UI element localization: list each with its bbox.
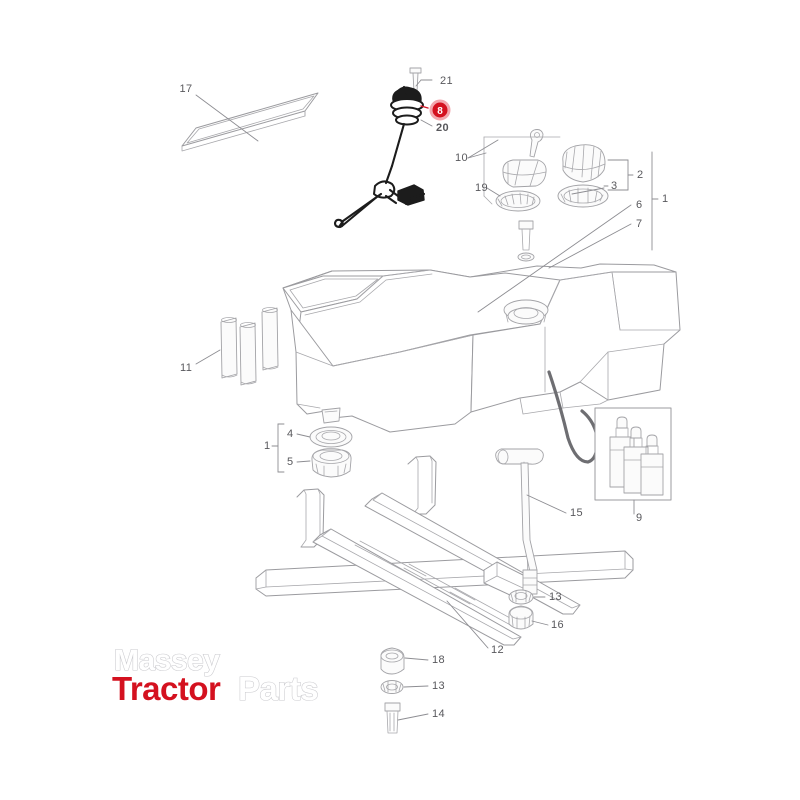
callout-2: 2 xyxy=(637,169,644,181)
part-drain-washer xyxy=(309,426,353,448)
brand-logo-tractor: Tractor xyxy=(112,670,221,707)
part-mounting-bolt xyxy=(384,702,401,734)
part-lock-nut xyxy=(508,605,534,630)
part-t-handle-rod xyxy=(495,448,544,595)
leader-lines xyxy=(195,79,659,721)
highlighted-callout-8: 8 xyxy=(429,99,451,121)
part-washer-upper xyxy=(508,589,534,605)
callout-12: 12 xyxy=(491,644,504,656)
part-fuel-cap xyxy=(557,144,609,208)
callout-7: 7 xyxy=(636,218,643,230)
callout-17: 17 xyxy=(179,83,192,95)
callout-9: 9 xyxy=(636,512,643,524)
callout-21: 21 xyxy=(440,75,453,87)
callout-numbers: 17 21 20 10 19 3 2 6 7 1 11 1 4 5 9 15 1… xyxy=(179,75,668,720)
callout-16: 16 xyxy=(551,619,564,631)
callout-6: 6 xyxy=(636,199,643,211)
callout-1-left: 1 xyxy=(264,440,271,452)
part-fuel-sender-unit xyxy=(333,67,426,229)
brand-logo-parts: Parts xyxy=(238,670,318,707)
callout-15: 15 xyxy=(570,507,583,519)
part-fuel-treatment-bottles xyxy=(594,407,672,501)
callout-20: 20 xyxy=(436,122,449,134)
part-fuel-tank xyxy=(282,263,681,464)
part-rubber-pads xyxy=(220,307,279,386)
part-drain-plug xyxy=(311,448,352,478)
part-bushing xyxy=(380,647,405,675)
callout-5: 5 xyxy=(287,456,294,468)
part-tank-neck-bolt xyxy=(517,220,535,262)
callout-1-right: 1 xyxy=(662,193,669,205)
part-locking-fuel-cap xyxy=(483,129,561,212)
brand-logo-massey: Massey xyxy=(114,644,220,677)
callout-13-upper: 13 xyxy=(549,591,562,603)
brand-logo: Massey Tractor Parts xyxy=(112,643,319,707)
part-tank-strip xyxy=(181,92,319,152)
callout-13-lower: 13 xyxy=(432,680,445,692)
callout-11: 11 xyxy=(180,362,192,374)
part-washer-lower xyxy=(380,680,404,694)
callout-14: 14 xyxy=(432,708,445,720)
callout-3: 3 xyxy=(611,180,618,192)
callout-18: 18 xyxy=(432,654,445,666)
callout-19: 19 xyxy=(475,182,488,194)
callout-4: 4 xyxy=(287,428,294,440)
callout-10: 10 xyxy=(455,152,468,164)
part-chassis-frame xyxy=(255,455,634,646)
highlighted-callout-number: 8 xyxy=(437,106,443,117)
